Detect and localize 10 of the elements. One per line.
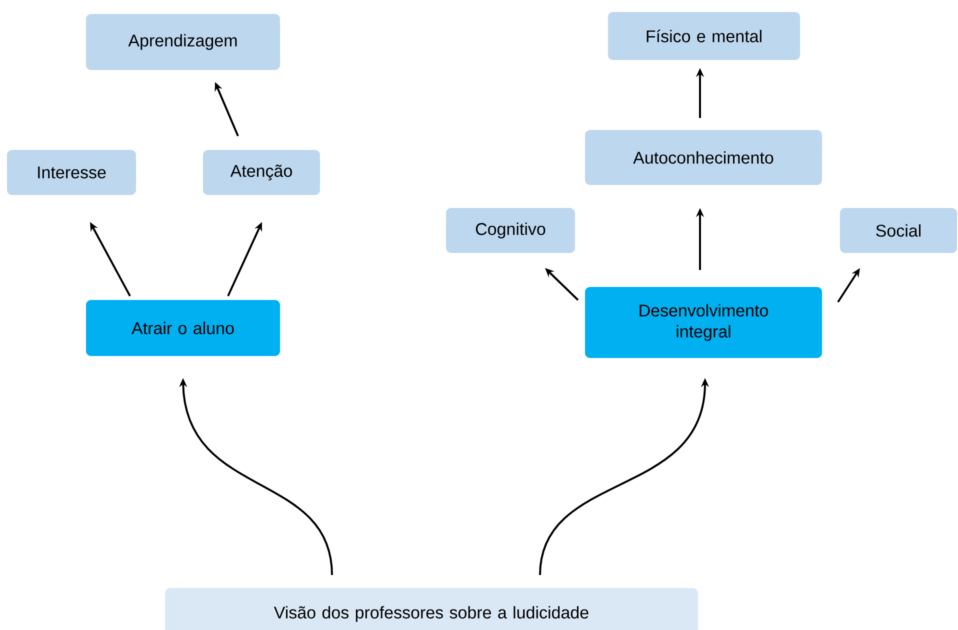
highlight-box: Desenvolvimento integral (585, 287, 822, 358)
concept-box: Físico e mental (608, 12, 800, 60)
concept-box: Aprendizagem (86, 14, 280, 70)
highlight-box: Atrair o aluno (86, 300, 280, 356)
concept-box: Social (840, 208, 957, 253)
concept-box: Atenção (203, 150, 320, 195)
concept-box: Autoconhecimento (585, 130, 822, 185)
concept-box: Interesse (7, 150, 136, 195)
root-box: Visão dos professores sobre a ludicidade (165, 588, 698, 630)
concept-box: Cognitivo (446, 208, 575, 253)
